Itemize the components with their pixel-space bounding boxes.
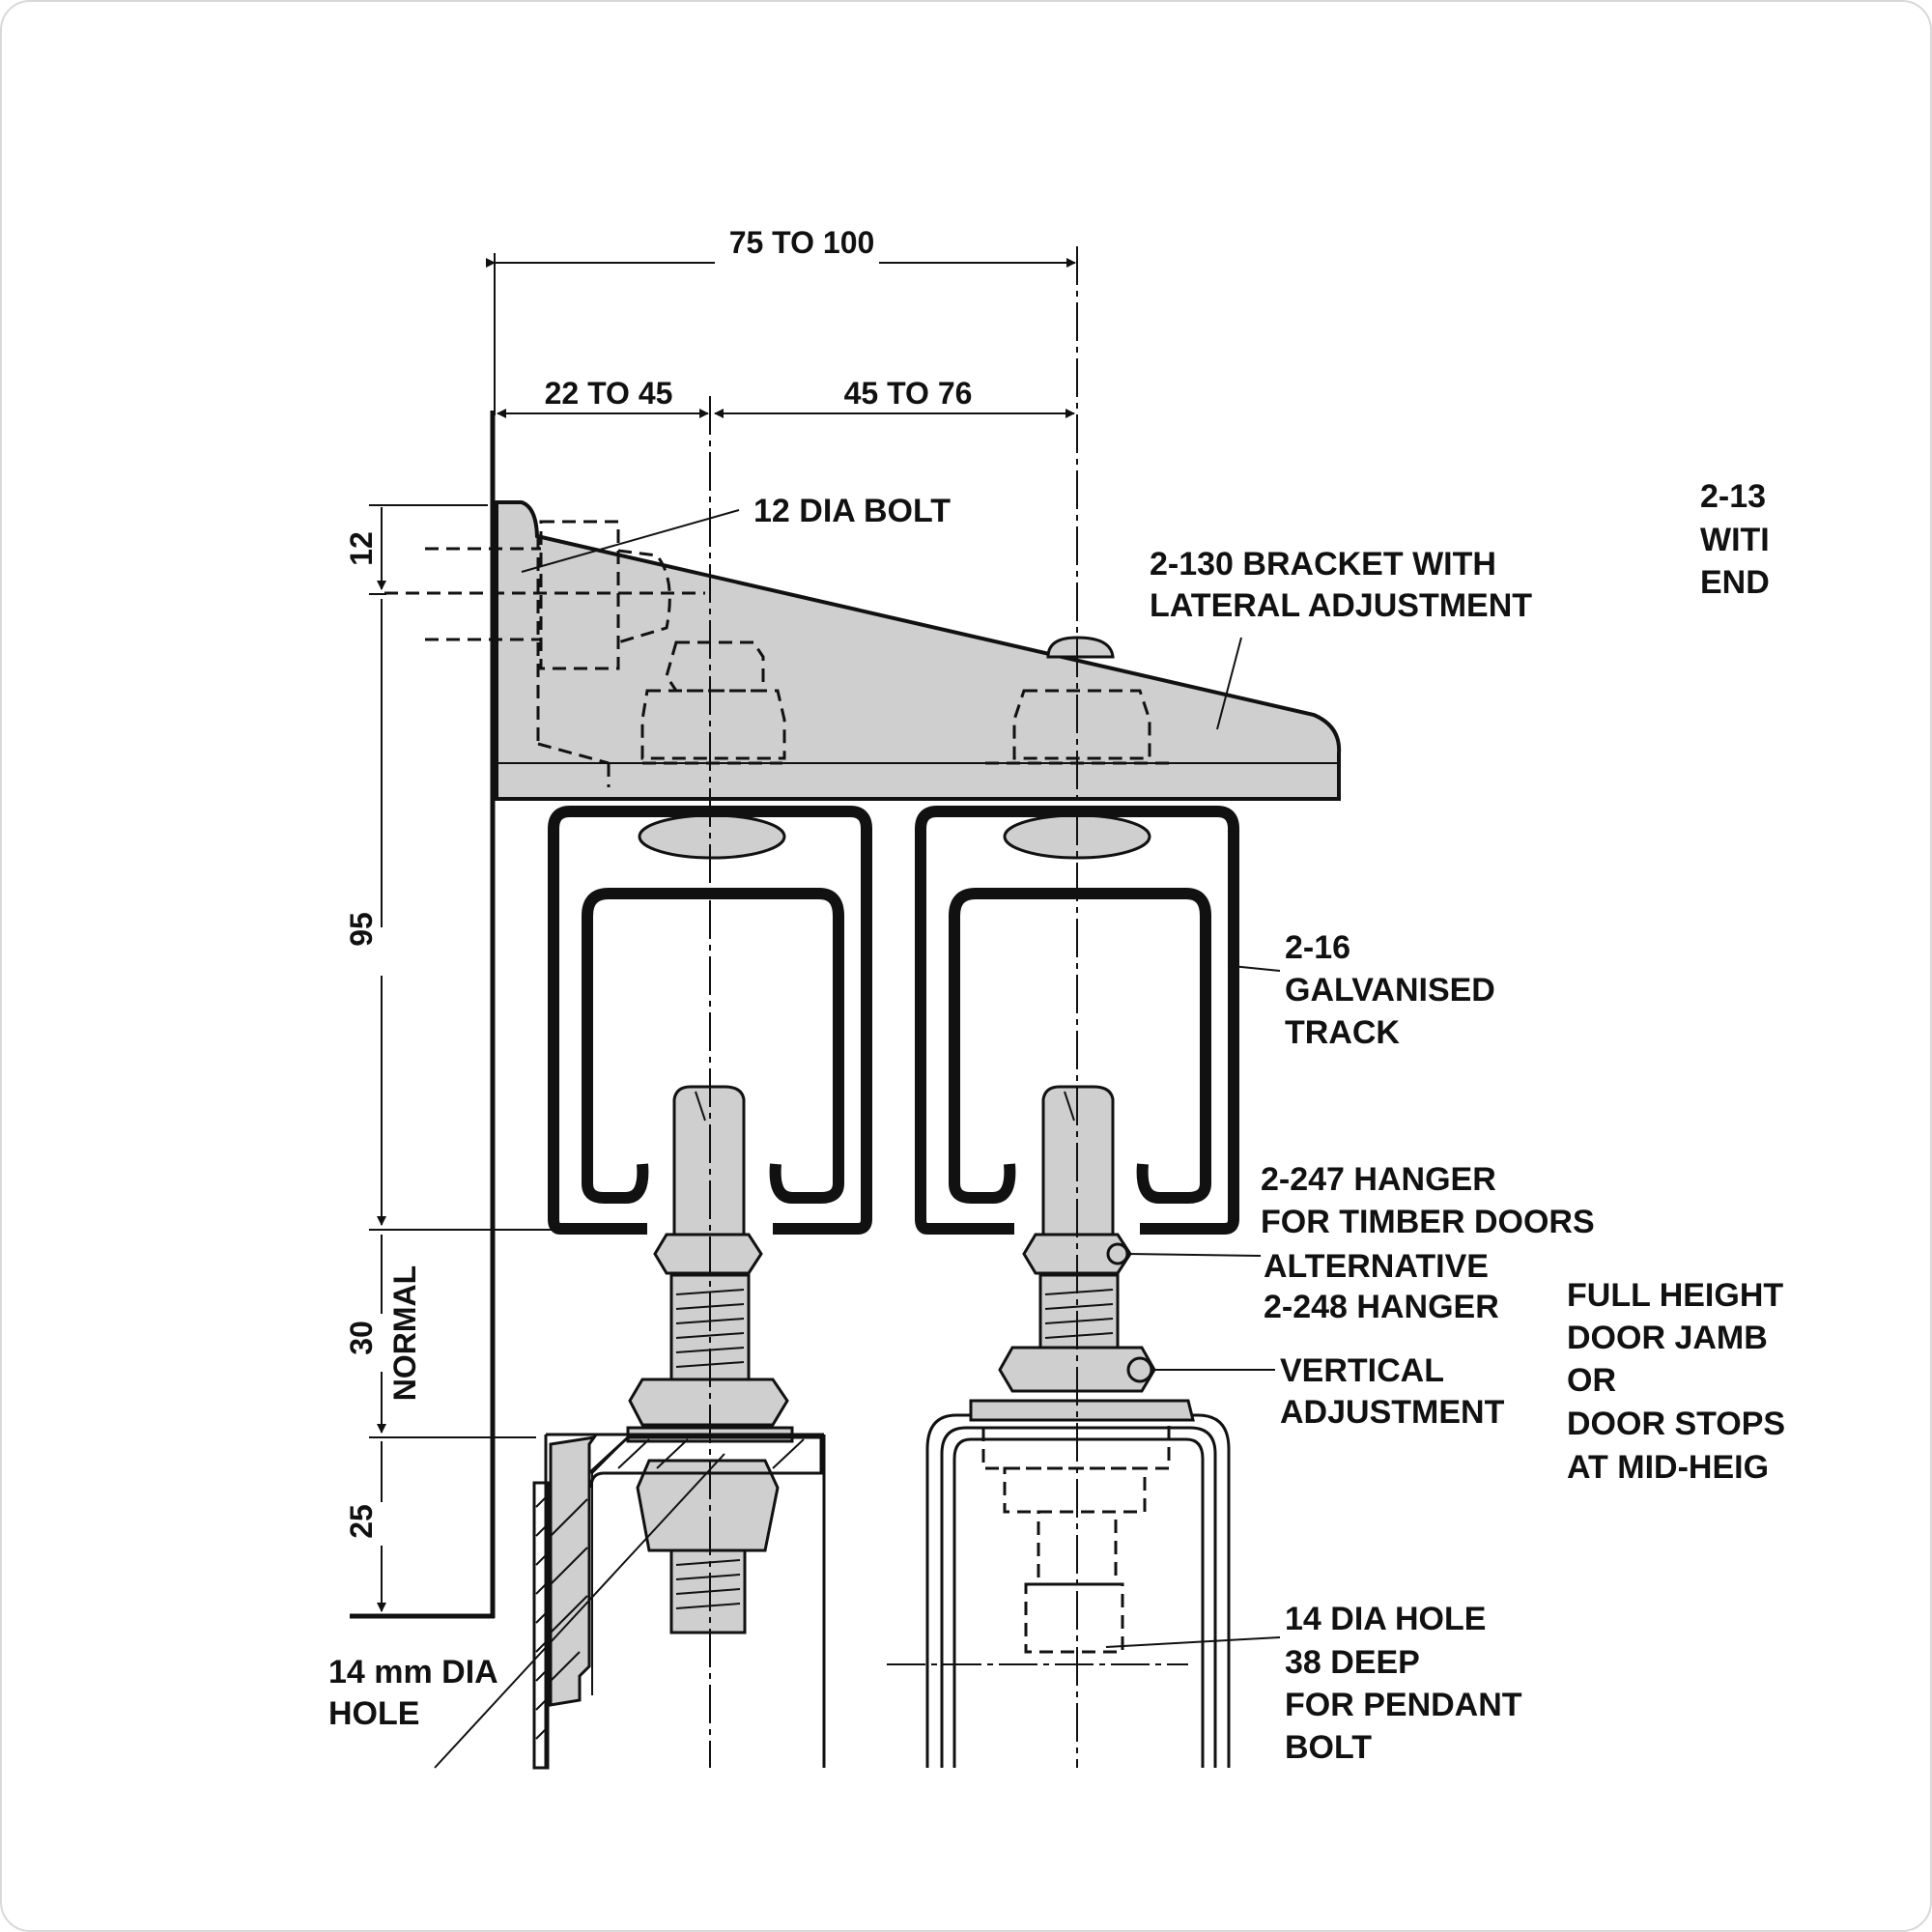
- dim-95-text: 95: [344, 912, 379, 947]
- label-hole-right: 14 DIA HOLE 38 DEEP FOR PENDANT BOLT: [1285, 1601, 1522, 1766]
- label-jamb-line3: OR: [1567, 1362, 1616, 1399]
- label-jamb-line2: DOOR JAMB: [1567, 1320, 1768, 1356]
- door-right: [887, 1399, 1231, 1768]
- dim-left-text: 22 TO 45: [545, 376, 673, 411]
- dim-right: 45 TO 76: [714, 376, 1075, 418]
- label-hole-left: 14 mm DIA HOLE: [328, 1654, 498, 1732]
- dim-normal-text: NORMAL: [387, 1265, 422, 1401]
- label-jamb-line5: AT MID-HEIG: [1567, 1449, 1769, 1486]
- label-bolt-text: 12 DIA BOLT: [753, 493, 951, 529]
- label-partial-line2: WITI: [1700, 522, 1770, 558]
- label-jamb-line4: DOOR STOPS: [1567, 1406, 1785, 1442]
- label-vertical-line1: VERTICAL: [1280, 1352, 1444, 1389]
- label-bracket-line2: LATERAL ADJUSTMENT: [1150, 587, 1532, 624]
- dim-30-text: 30: [344, 1321, 379, 1355]
- label-hole-right-line1: 14 DIA HOLE: [1285, 1601, 1486, 1637]
- label-jamb-line1: FULL HEIGHT: [1567, 1277, 1783, 1314]
- wall: [350, 411, 496, 1619]
- wall-bolt: [384, 520, 705, 670]
- dim-overall: 75 TO 100: [486, 225, 1076, 415]
- left-bracket-nut: [607, 640, 786, 787]
- label-hole-left-line2: HOLE: [328, 1695, 419, 1732]
- label-hanger-line1: 2-247 HANGER: [1261, 1161, 1496, 1198]
- label-door-jamb: FULL HEIGHT DOOR JAMB OR DOOR STOPS AT M…: [1567, 1277, 1785, 1486]
- label-vertical-line2: ADJUSTMENT: [1280, 1394, 1505, 1431]
- label-bracket: 2-130 BRACKET WITH LATERAL ADJUSTMENT: [1150, 546, 1532, 624]
- dim-left: 22 TO 45: [497, 376, 709, 418]
- label-hole-right-line3: FOR PENDANT: [1285, 1687, 1522, 1723]
- label-hanger-line4: 2-248 HANGER: [1264, 1289, 1499, 1325]
- bracket: [384, 500, 1342, 801]
- label-partial-line1: 2-13: [1700, 478, 1766, 515]
- dim-overall-text: 75 TO 100: [729, 225, 875, 260]
- label-track-line3: TRACK: [1285, 1014, 1400, 1051]
- dim-vertical: 12 95 30 NORMAL 25: [344, 504, 560, 1612]
- label-track: 2-16 GALVANISED TRACK: [1285, 929, 1495, 1051]
- label-vertical: VERTICAL ADJUSTMENT: [1280, 1352, 1505, 1431]
- label-bolt: 12 DIA BOLT: [753, 493, 951, 529]
- dim-right-text: 45 TO 76: [844, 376, 973, 411]
- label-hanger-line2: FOR TIMBER DOORS: [1261, 1204, 1595, 1240]
- label-partial: 2-13 WITI END: [1700, 478, 1770, 601]
- label-hole-right-line2: 38 DEEP: [1285, 1644, 1420, 1681]
- label-partial-line3: END: [1700, 564, 1770, 601]
- door-left: [532, 1433, 826, 1770]
- dim-25-text: 25: [344, 1504, 379, 1539]
- dim-top-text: 12: [344, 531, 379, 566]
- label-hole-left-line1: 14 mm DIA: [328, 1654, 498, 1690]
- label-track-line2: GALVANISED: [1285, 972, 1495, 1009]
- leader-lines: [434, 509, 1281, 1769]
- label-hole-right-line4: BOLT: [1285, 1729, 1372, 1766]
- label-hanger: 2-247 HANGER FOR TIMBER DOORS ALTERNATIV…: [1261, 1161, 1595, 1325]
- label-bracket-line1: 2-130 BRACKET WITH: [1150, 546, 1496, 582]
- label-hanger-line3: ALTERNATIVE: [1264, 1248, 1489, 1285]
- label-track-line1: 2-16: [1285, 929, 1350, 966]
